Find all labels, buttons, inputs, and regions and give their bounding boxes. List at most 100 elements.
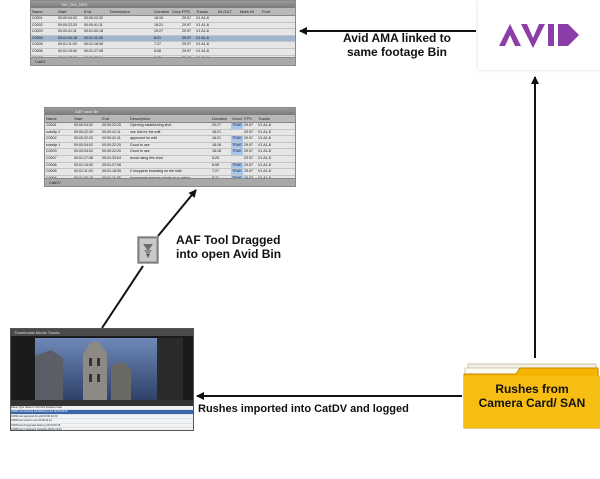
bin-cell: use this for the edit bbox=[130, 129, 161, 134]
catdv-list-row[interactable]: C0002 avi approved for edit 00:00:22:20 bbox=[11, 415, 193, 420]
bin-cell: 29.97 bbox=[243, 176, 257, 182]
bin-cell: 8:21 bbox=[154, 35, 161, 40]
column-header[interactable]: Good bbox=[172, 9, 181, 14]
arrow-catdv-to-aaf-bin bbox=[101, 265, 144, 329]
bin-title: *AE_DIS_NRC bbox=[31, 1, 295, 8]
bin-cell: C0002 bbox=[46, 136, 57, 141]
bin-cell: V1 A1-8 bbox=[258, 123, 271, 127]
bin-cell: 29.97 bbox=[182, 16, 191, 20]
bin-cell: 00:01:19:00 bbox=[74, 162, 93, 167]
bin-cell: V1 A1-8 bbox=[258, 136, 271, 141]
bin-cell: 18:18 bbox=[212, 142, 221, 147]
column-header[interactable]: End bbox=[84, 9, 92, 14]
bin-cell: C0006 bbox=[46, 162, 57, 167]
bin-cell: Good to use bbox=[130, 142, 150, 147]
bin-cell: 29.97 bbox=[182, 48, 191, 53]
bin-cell: 29.97 bbox=[244, 123, 253, 127]
bin-cell: 00:00:04:02 bbox=[74, 123, 93, 127]
column-header[interactable]: IN-OUT bbox=[218, 9, 232, 14]
avid-logo bbox=[478, 0, 600, 70]
bin-cell: 29.97 bbox=[244, 136, 253, 141]
bin-cell: 7:27 bbox=[154, 42, 161, 47]
column-header[interactable]: Start bbox=[74, 116, 83, 121]
catdv-list-row[interactable]: C0003 avi Good to use 00:00:41:11 bbox=[11, 419, 193, 424]
column-header[interactable]: Good bbox=[232, 116, 242, 121]
bin-cell: 00:00:41:11 bbox=[102, 129, 121, 134]
aaf-tool-icon bbox=[137, 236, 159, 264]
rushes-import-label: Rushes imported into CatDV and logged bbox=[198, 403, 409, 415]
bin-cell: 00:00:22:20 bbox=[84, 16, 103, 20]
bin-cell: 00:00:04:02 bbox=[74, 149, 93, 154]
bin-cell: 00:01:18:05 bbox=[102, 169, 121, 174]
column-header[interactable]: Start bbox=[58, 9, 67, 14]
catdv-list-row[interactable]: C0001 avi Opening establishing shot 00:0… bbox=[11, 410, 193, 415]
bin-cell: 00:01:27:08 bbox=[102, 162, 121, 167]
catdv-list-row[interactable]: C0005 avi 2 shoppers browsing 00:01:11:0… bbox=[11, 428, 193, 430]
bin-cell: 00:00:04:02 bbox=[74, 142, 93, 147]
column-header[interactable]: Duration bbox=[212, 116, 228, 121]
column-header[interactable]: FPS bbox=[182, 9, 190, 14]
bin-cell: V1 A1-8 bbox=[196, 22, 209, 27]
bin-cell: V1 A1-8 bbox=[258, 155, 271, 160]
column-header[interactable]: Pont bbox=[262, 9, 271, 14]
bin-cell: 00:00:41:11 bbox=[102, 136, 121, 141]
folder-icon bbox=[463, 363, 600, 429]
bin-cell: 00:00:22:20 bbox=[74, 129, 93, 134]
bin-cell: V1 A1-8 bbox=[196, 42, 209, 47]
bin-cell: TRUE bbox=[231, 149, 243, 155]
catdv-window: Thumbnails Media Tracks bbox=[10, 328, 194, 431]
bin-cell: 00:01:11:03 bbox=[58, 42, 77, 47]
catdv-list-header[interactable]: Name Type Notes In Out Size Duration Dat… bbox=[11, 406, 193, 411]
bin-cell: 29.97 bbox=[182, 35, 191, 40]
bin-cell: 18:18 bbox=[212, 149, 221, 154]
column-header[interactable]: End bbox=[102, 116, 110, 121]
bin-cell: 00:01:27:08 bbox=[84, 48, 103, 53]
column-header[interactable]: Tracks bbox=[196, 9, 208, 14]
catdv-list-row[interactable]: C0004 avi Arrogonate balcony 00:01:00:18 bbox=[11, 424, 193, 428]
column-header[interactable]: FPS bbox=[244, 116, 252, 121]
column-header[interactable]: Mark IN bbox=[240, 9, 254, 14]
bin-cell: 8:21 bbox=[211, 176, 231, 182]
column-header[interactable]: Description bbox=[110, 9, 131, 14]
bin-cell: TRUE bbox=[231, 169, 243, 175]
bin-title: AAF save Bn bbox=[45, 108, 295, 115]
bin-cell: 29.97 bbox=[244, 155, 253, 160]
bin-cell: Good to use bbox=[130, 149, 150, 154]
column-header[interactable]: Duration bbox=[154, 9, 170, 14]
bin-cell: 00:01:33:04 bbox=[102, 155, 121, 160]
column-header[interactable]: Name bbox=[32, 9, 43, 14]
bin-cell: 18:21 bbox=[212, 129, 221, 134]
catdv-tabs: Thumbnails Media Tracks bbox=[11, 329, 193, 336]
bin-cell: TRUE bbox=[231, 123, 243, 129]
bin-cell: 18:21 bbox=[154, 22, 163, 27]
catdv-clip-list: Name Type Notes In Out Size Duration Dat… bbox=[11, 406, 193, 430]
bin-cell: C0004 bbox=[32, 35, 43, 40]
bin-cell: 00:01:11:03 bbox=[74, 169, 93, 174]
bin-cell: C0004 bbox=[45, 176, 73, 182]
column-header[interactable]: Description bbox=[130, 116, 151, 121]
bin-cell: 29.97 bbox=[244, 142, 253, 147]
column-header[interactable]: Name bbox=[46, 116, 57, 121]
folder-label: Rushes from Camera Card/ SAN bbox=[478, 382, 586, 410]
bin-cell: 18:21 bbox=[212, 136, 221, 141]
ama-label: Avid AMA linked to same footage Bin bbox=[343, 31, 451, 59]
column-header[interactable]: Tracks bbox=[258, 116, 270, 121]
rushes-folder: Rushes from Camera Card/ SAN bbox=[462, 358, 600, 430]
